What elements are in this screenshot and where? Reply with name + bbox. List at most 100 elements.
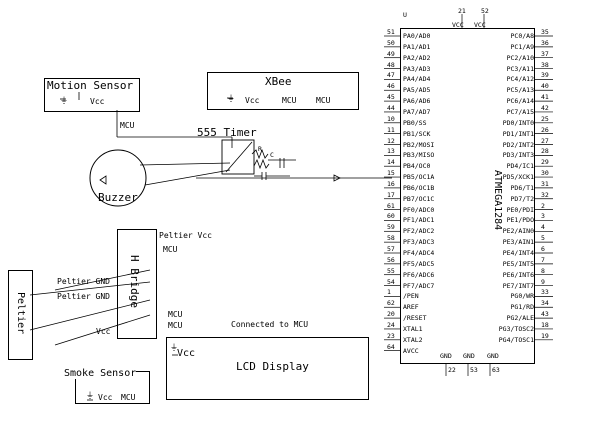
- mcu-right-pin-number: 27: [541, 136, 549, 145]
- mcu-left-pin-number: 46: [387, 82, 395, 91]
- mcu-left-pin-number: 23: [387, 331, 395, 340]
- mcu-left-pin-name: PA0/AD0: [403, 32, 431, 40]
- mcu-right-pin-name: PG1/RD: [510, 303, 534, 312]
- mcu-right-pin-number: 4: [541, 223, 545, 232]
- mcu-chip-bottom-pin-3: 63: [492, 366, 500, 374]
- peltier-wire-4: [54, 314, 151, 346]
- mcu-left-pin-name: PB4/OC0: [403, 162, 431, 171]
- mcu-left-pin-number: 49: [387, 49, 395, 58]
- mcu-left-pin-number: 55: [387, 266, 395, 275]
- mcu-right-pin-number: 25: [541, 114, 549, 123]
- mcu-left-pin-number: 59: [387, 223, 395, 232]
- mcu-left-pin-name: XTAL1: [403, 324, 423, 333]
- mcu-chip-bottom-label-1: GND: [440, 352, 452, 360]
- buzzer-body: [89, 149, 147, 207]
- mcu-left-pin-name: PF1/ADC1: [403, 216, 435, 225]
- peltier-wire-3: [54, 269, 151, 291]
- mcu-right-pin-number: 3: [541, 212, 545, 221]
- xbee-mcu-2: MCU: [316, 96, 331, 105]
- mcu-chip-top-label-2: VCC: [474, 21, 486, 29]
- mcu-right-pin-name: PE1/PDO: [506, 216, 534, 225]
- mcu-left-pin-number: 24: [387, 320, 395, 329]
- mcu-left-pin-number: 64: [387, 342, 395, 351]
- motion-sensor-mcu: MCU: [120, 121, 135, 130]
- mcu-chip-bottom-label-2: GND: [463, 352, 475, 360]
- mcu-left-pin-number: 61: [387, 201, 395, 210]
- mcu-right-pin-number: 38: [541, 60, 549, 69]
- mcu-right-pin-name: PC7/A15: [506, 107, 534, 116]
- mcu-chip-bottom-pin-1: 22: [448, 366, 456, 374]
- h-bridge-mcu-a: MCU: [168, 310, 183, 319]
- mcu-left-pin-name: PB7/OC1C: [403, 194, 435, 203]
- h-bridge-peltier-vcc: Peltier Vcc: [159, 231, 212, 240]
- mcu-right-pin-number: 5: [541, 234, 545, 243]
- mcu-left-pin-number: 62: [387, 299, 395, 308]
- mcu-left-pin-name: PA3/AD3: [403, 64, 431, 73]
- mcu-left-pin-name: PF2/ADC2: [403, 227, 435, 236]
- mcu-left-pin-name: PB5/OC1A: [403, 173, 435, 182]
- mcu-left-pin-name: /PEN: [403, 292, 419, 301]
- mcu-left-pin-number: 45: [387, 93, 395, 102]
- resistor-1: [251, 148, 269, 160]
- mcu-right-pin-number: 30: [541, 169, 549, 178]
- mcu-right-pin-number: 39: [541, 71, 549, 80]
- mcu-right-pin-number: 2: [541, 201, 545, 210]
- mcu-right-pin-name: PD0/INT0: [502, 118, 534, 127]
- mcu-right-pin-number: 32: [541, 190, 549, 199]
- mcu-right-pin-name: PD1/INT1: [502, 129, 534, 138]
- mcu-right-pin-name: PE7/INT7: [502, 281, 534, 290]
- mcu-right-pin-name: PE0/PDI: [506, 205, 534, 214]
- mcu-left-pin-name: PA7/AD7: [403, 107, 431, 116]
- mcu-left-pin-name: PF7/ADC7: [403, 281, 435, 290]
- mcu-right-pin-name: PC4/A12: [506, 75, 534, 84]
- mcu-left-pin-number: 16: [387, 179, 395, 188]
- mcu-right-pin-name: PE2/AIN0: [502, 227, 534, 236]
- mcu-left-pin-name: PA2/AD2: [403, 53, 431, 62]
- mcu-left-pin-name: PA5/AD5: [403, 86, 431, 95]
- mcu-right-pin-name: PC5/A13: [506, 86, 534, 95]
- mcu-right-pin-name: PD7/T2: [510, 194, 534, 203]
- peltier-wire-1: [29, 281, 151, 296]
- mcu-left-pin-name: /RESET: [403, 314, 427, 323]
- mcu-left-pin-number: 12: [387, 136, 395, 145]
- peltier-wire-2: [29, 299, 151, 331]
- mcu-left-pin-number: 58: [387, 234, 395, 243]
- lcd-label: LCD Display: [236, 360, 309, 373]
- mcu-left-pin-number: 48: [387, 60, 395, 69]
- mcu-right-pin-name: PE6/INT6: [502, 270, 534, 279]
- mcu-right-pin-number: 28: [541, 147, 549, 156]
- mcu-chip-body: [400, 28, 535, 364]
- mcu-left-pin-number: 54: [387, 277, 395, 286]
- mcu-left-pin-name: PB3/MISO: [403, 151, 435, 160]
- timer-c-label: C: [270, 151, 274, 159]
- mcu-right-pin-number: 34: [541, 299, 549, 308]
- ground-icon: ⏚: [170, 343, 178, 352]
- mcu-left-pin-name: PB2/MOSI: [403, 140, 435, 149]
- mcu-right-pin-number: 36: [541, 38, 549, 47]
- mcu-right-pin-number: 9: [541, 277, 545, 286]
- lcd-vcc: Vcc: [177, 348, 196, 359]
- mcu-right-pin-name: PC2/A10: [506, 53, 534, 62]
- mcu-left-pin-number: 20: [387, 310, 395, 319]
- ground-icon: ⏚: [86, 391, 94, 400]
- h-bridge-box: [117, 229, 157, 339]
- lcd-box: [166, 337, 369, 400]
- mcu-left-pin-name: PA6/AD6: [403, 97, 431, 106]
- mcu-right-pin-name: PD4/IC1: [506, 162, 534, 171]
- mcu-right-pin-number: 33: [541, 288, 549, 297]
- ground-icon: ⏚: [227, 94, 235, 103]
- mcu-left-pin-number: 14: [387, 158, 395, 167]
- mcu-right-pin-name: PD5/XCK1: [502, 173, 534, 182]
- mcu-right-pin-number: 7: [541, 255, 545, 264]
- mcu-right-pin-name: PG0/WR: [510, 292, 534, 301]
- mcu-left-pin-number: 56: [387, 255, 395, 264]
- xbee-title: XBee: [265, 75, 292, 88]
- mcu-right-pin-number: 19: [541, 331, 549, 340]
- mcu-left-pin-name: PA4/AD4: [403, 75, 431, 84]
- mcu-left-pin-number: 13: [387, 147, 395, 156]
- lcd-connected-label: Connected to MCU: [231, 320, 309, 329]
- mcu-right-pin-number: 6: [541, 245, 545, 253]
- timer-body: [221, 139, 255, 175]
